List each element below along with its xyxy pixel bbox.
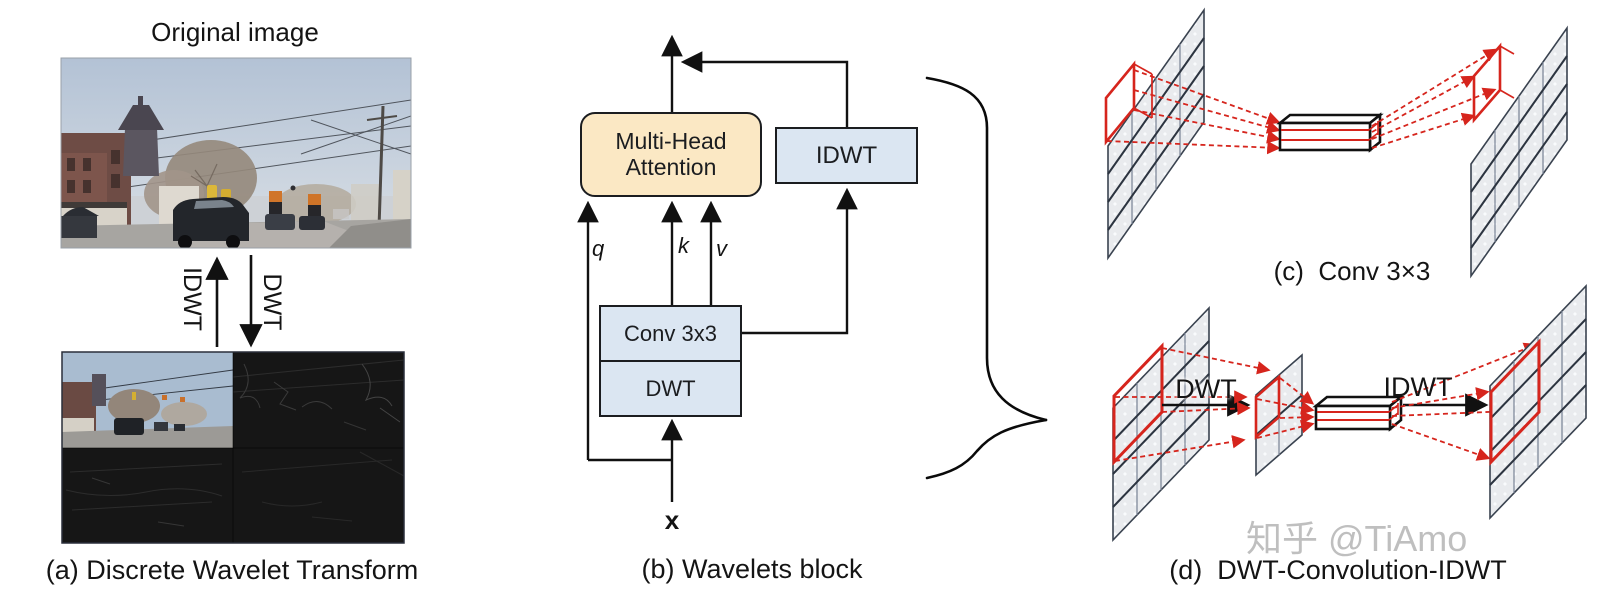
idwt-box: IDWT xyxy=(775,127,918,184)
query-label: q xyxy=(592,236,605,261)
original-image-title: Original image xyxy=(151,17,319,47)
caption-b: (b) Wavelets block xyxy=(641,554,863,584)
panel-c-right-red-cell xyxy=(1472,42,1515,124)
panel-d-small-grid xyxy=(1254,353,1303,477)
idwt-box-label: IDWT xyxy=(815,141,878,169)
dwt-idwt-arrows xyxy=(205,255,263,348)
caption-a: (a) Discrete Wavelet Transform xyxy=(45,555,419,585)
key-label: k xyxy=(678,233,689,258)
dwt-lh-quadrant xyxy=(232,359,404,431)
panel-c-left-red-cell xyxy=(1104,60,1153,146)
dwt-box: DWT xyxy=(645,375,696,401)
dwt-hh-quadrant xyxy=(241,451,404,522)
multi-head-attention-box: Multi-Head Attention xyxy=(580,112,762,197)
dwt-decomposed-image xyxy=(62,352,404,543)
idwt-up-arrow-label: IDWT xyxy=(178,267,206,331)
dwt-ll-quadrant xyxy=(62,352,234,448)
panel-d-kernel-cuboid xyxy=(1312,394,1405,432)
panel-d-small-red-cell xyxy=(1254,374,1281,440)
dwt-down-arrow-label: DWT xyxy=(258,273,286,331)
panel-c-converge-arrows xyxy=(1106,69,1281,155)
caption-d: (d) DWT-Convolution-IDWT xyxy=(1169,555,1507,585)
multi-head-attention-label: Multi-Head Attention xyxy=(615,127,727,180)
caption-c: (c) Conv 3×3 xyxy=(1273,256,1431,286)
panel-c-right-grid xyxy=(1470,25,1568,279)
panel-d-idwt-label: IDWT xyxy=(1383,372,1453,402)
panel-c-diverge-arrows xyxy=(1371,48,1498,149)
value-label: v xyxy=(716,236,727,261)
panel-d-to-kernel-arrows xyxy=(1256,377,1315,439)
panel-c-kernel-cuboid xyxy=(1276,112,1384,153)
panel-d-right-grid xyxy=(1489,284,1587,520)
watermark: 知乎 @TiAmo xyxy=(1246,518,1468,559)
panel-d-dwt-conv-idwt xyxy=(1112,284,1587,542)
original-photo xyxy=(61,58,411,248)
dwt-hl-quadrant xyxy=(65,463,223,527)
input-x-label: x xyxy=(664,505,680,535)
wavelets-block-lines xyxy=(577,34,858,502)
dwt-image-border xyxy=(61,351,405,544)
panel-c-conv xyxy=(1104,7,1568,279)
conv-dwt-stack: Conv 3x3 DWT xyxy=(599,305,742,417)
panel-c-left-grid xyxy=(1104,7,1205,261)
panel-d-right-red-region xyxy=(1489,338,1541,466)
brace xyxy=(925,76,1048,480)
panel-d-left-grid xyxy=(1112,306,1210,542)
conv3x3-box: Conv 3x3 xyxy=(601,307,740,362)
original-photo-border xyxy=(60,57,412,249)
panel-d-converge-arrows xyxy=(1114,347,1271,462)
panel-d-dwt-label: DWT xyxy=(1175,374,1237,404)
